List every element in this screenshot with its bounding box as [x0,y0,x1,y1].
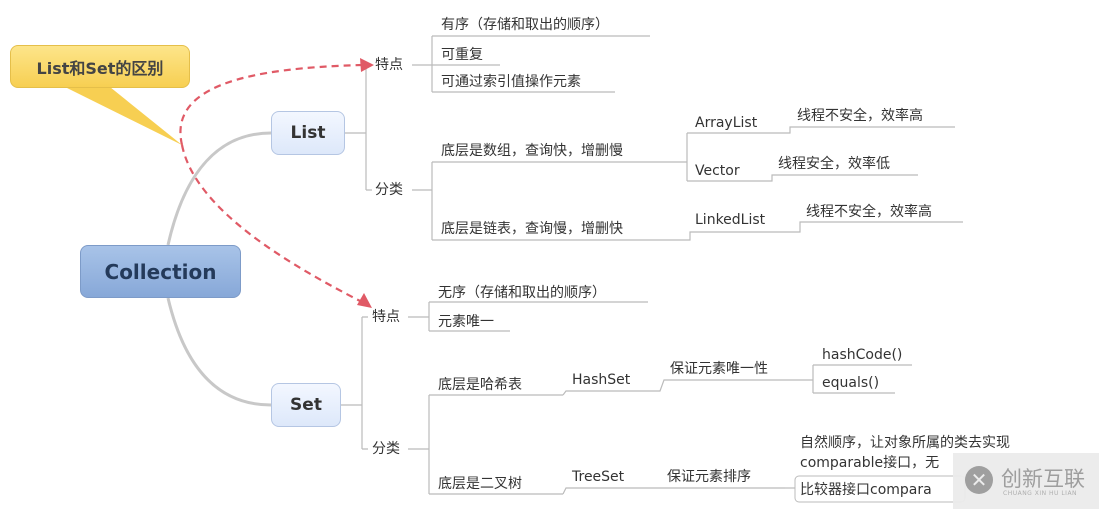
connector-collection-set [166,297,272,407]
equals-method[interactable]: equals() [822,375,880,391]
set-feature-item[interactable]: 无序（存储和取出的顺序） [438,285,606,301]
treeset-note[interactable]: 保证元素排序 [667,469,751,485]
watermark-logo-icon: ✕ [965,466,993,494]
node-list[interactable]: List [271,111,345,155]
natural-order-text-2[interactable]: comparable接口，无 [800,455,940,471]
hash-based-node[interactable]: 底层是哈希表 [438,377,522,393]
vector-note[interactable]: 线程安全，效率低 [778,156,890,172]
array-based-node[interactable]: 底层是数组，查询快，增删慢 [441,143,623,159]
arrowhead-icon [360,58,374,72]
linkedlist-node[interactable]: LinkedList [695,212,766,228]
list-features-node[interactable]: 特点 [375,57,403,73]
vector-node[interactable]: Vector [695,163,740,179]
callout-note[interactable]: List和Set的区别 [10,45,190,88]
callout-pointer [65,87,182,145]
set-feature-item[interactable]: 元素唯一 [438,314,494,330]
watermark-sub: CHUANG XIN HU LIAN [1003,490,1078,497]
node-set[interactable]: Set [271,383,341,427]
linkedlist-note[interactable]: 线程不安全，效率高 [806,204,932,220]
arrow-to-set-features [180,144,363,303]
linked-based-node[interactable]: 底层是链表，查询慢，增删快 [441,221,623,237]
list-feature-item[interactable]: 可通过索引值操作元素 [441,74,581,90]
arraylist-note[interactable]: 线程不安全，效率高 [797,108,923,124]
list-feature-item[interactable]: 有序（存储和取出的顺序） [441,17,609,33]
arraylist-node[interactable]: ArrayList [695,115,758,131]
set-category-node[interactable]: 分类 [372,441,400,457]
hashset-node[interactable]: HashSet [572,372,631,388]
list-feature-item[interactable]: 可重复 [441,47,483,63]
list-category-node[interactable]: 分类 [375,182,403,198]
tree-based-node[interactable]: 底层是二叉树 [438,476,522,492]
arrow-to-list-features [179,63,363,146]
hashset-note[interactable]: 保证元素唯一性 [670,361,768,377]
watermark: ✕ 创新互联 CHUANG XIN HU LIAN [953,453,1099,509]
arrowhead-icon [357,293,372,308]
hashcode-method[interactable]: hashCode() [822,347,903,363]
comparator-text[interactable]: 比较器接口compara [800,482,932,498]
root-node-collection[interactable]: Collection [80,245,241,298]
connector-collection-list [166,131,272,246]
natural-order-text[interactable]: 自然顺序，让对象所属的类去实现 [800,435,1010,451]
treeset-node[interactable]: TreeSet [572,469,625,485]
watermark-name: 创新互联 [1001,467,1085,491]
set-features-node[interactable]: 特点 [372,309,400,325]
